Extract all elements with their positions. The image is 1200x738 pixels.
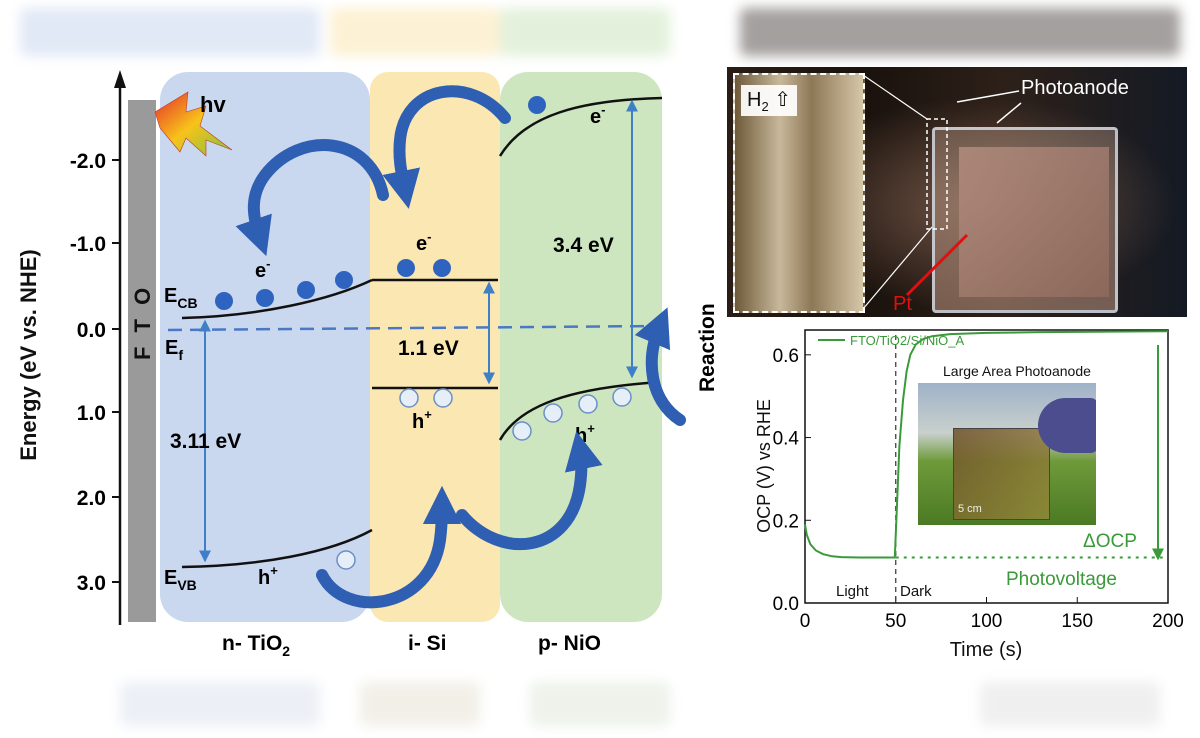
hole-dot [578,394,598,414]
tio2-region [160,72,370,622]
tio2-hole-label: h+ [258,563,278,589]
light-label: hv [200,92,226,117]
si-region-label: i- Si [408,632,447,655]
hole-transfer-arrow-1 [316,485,462,609]
cell-photo: H2 ⇧ Photoanode Pt [727,67,1187,317]
y-axis-label: Energy (eV vs. NHE) [16,249,41,461]
background-blur-top [0,0,1200,58]
y-tick-label: 2.0 [77,487,106,510]
holes [336,387,632,570]
hole-dot [433,388,453,408]
series-line [804,330,1169,559]
nio-region-label: p- NiO [538,632,601,655]
light-label: Light [836,583,869,600]
pt-label: Pt [893,293,912,315]
y-tick-label: 0.4 [773,429,800,450]
y-tick-label: 0.0 [773,594,799,615]
photoanode-label: Photoanode [1021,77,1129,99]
electrons [215,96,546,310]
evb-label: EVB [164,567,197,593]
electron-dot [215,292,233,310]
chart-ticks: 0 50 100 150 200 0.0 0.2 0.4 0.6 [773,346,1184,632]
y-tick-label: 3.0 [77,572,106,595]
electron-dot [433,259,451,277]
x-tick-label: 100 [971,611,1003,632]
si-region [370,72,500,622]
tio2-valence-band [181,528,373,569]
photoexcitation-arrow [235,139,389,257]
nio-region [500,72,662,622]
x-tick-label: 200 [1152,611,1184,632]
reaction-label: Reaction [696,303,719,392]
photo-pointers [862,74,1022,310]
electron-dot [335,271,353,289]
chart-y-label: OCP (V) vs RHE [754,399,774,533]
scale-bar-label: 5 cm [958,503,982,515]
x-tick-label: 50 [885,611,906,632]
nio-gap-label: 3.4 eV [553,234,614,257]
tio2-gap-label: 3.11 eV [170,430,241,453]
delta-ocp-label: ΔOCP [1083,531,1137,552]
x-tick-label: 150 [1061,611,1093,632]
light-bolt-icon [154,91,233,157]
nio-valence-band [498,380,661,441]
y-tick-label: 1.0 [77,402,106,425]
ocp-chart: 0 50 100 150 200 0.0 0.2 0.4 0.6 Time (s) OCP (V… [754,329,1184,661]
hole-dot [336,550,356,570]
hole-dot [399,388,419,408]
y-tick-label: 0.6 [773,346,799,367]
photoanode-sample [953,428,1050,520]
nio-conduction-band [498,96,663,157]
ecb-label: ECB [164,285,198,311]
fermi-level-line [167,324,661,332]
inset-title: Large Area Photoanode [943,363,1091,379]
y-tick-label: -2.0 [70,150,106,173]
electron-transfer-arrow [382,85,511,209]
si-hole-label: h+ [412,407,432,433]
electron-dot [256,289,274,307]
ef-label: Ef [165,337,183,363]
y-tick-label: 0.0 [77,319,106,342]
nio-electron-label: e- [590,102,605,128]
y-axis-ticks: -2.0 -1.0 0.0 1.0 2.0 3.0 [70,150,120,595]
reaction-arrow [634,307,686,426]
chart-x-label: Time (s) [950,639,1023,661]
fto-label: F T O [130,284,155,360]
y-tick-label: 0.2 [773,511,799,532]
large-area-photoanode-photo: 5 cm [918,383,1096,525]
electron-dot [397,259,415,277]
photo-electrode [959,147,1109,297]
si-electron-label: e- [416,229,431,255]
tio2-region-label: n- TiO2 [222,632,290,659]
electron-dot [528,96,546,114]
hole-dot [512,421,532,441]
hole-dot [612,387,632,407]
y-axis-arrowhead [114,70,126,88]
electron-dot [297,281,315,299]
fto-bar [128,100,156,622]
transfer-arrows [235,85,686,609]
dark-label: Dark [900,583,932,600]
tio2-conduction-band [181,278,373,320]
legend-label: FTO/TiO2/Si/NiO_A [850,333,964,348]
x-tick-label: 0 [800,611,811,632]
glove [1038,398,1096,453]
si-gap-label: 1.1 eV [398,337,459,360]
photovoltage-label: Photovoltage [1006,569,1117,590]
hole-transfer-arrow-2 [456,431,603,551]
background-blur-bottom [0,676,1200,738]
h2-label: H2 ⇧ [741,85,798,116]
tio2-electron-label: e- [255,256,270,282]
hole-dot [543,403,563,423]
y-tick-label: -1.0 [70,233,106,256]
